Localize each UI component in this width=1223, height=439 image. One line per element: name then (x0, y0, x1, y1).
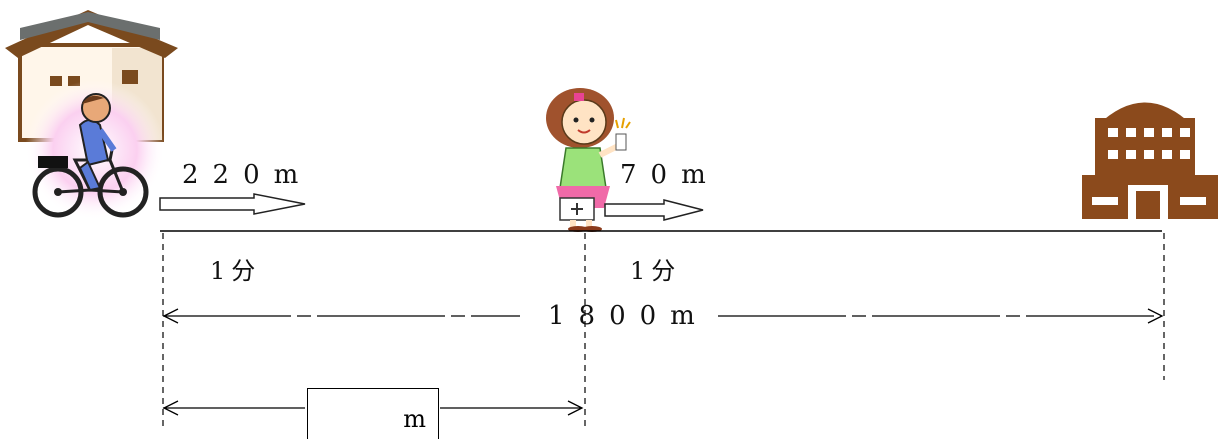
walk-direction-arrow (604, 199, 704, 221)
answer-box[interactable]: m (307, 388, 439, 439)
time-label-left: 1分 (210, 257, 262, 285)
walk-speed-label: 70m (620, 160, 720, 190)
answer-distance-line (162, 400, 584, 416)
total-distance-line (162, 308, 1164, 324)
dashed-guides (162, 233, 1165, 430)
cyclist-icon (25, 80, 165, 220)
total-distance-label: 1800m (548, 301, 709, 331)
answer-unit-label: m (403, 405, 426, 433)
bike-direction-arrow (159, 193, 306, 215)
school-building-icon (1082, 102, 1218, 219)
time-label-right: 1分 (630, 257, 682, 285)
bike-speed-label: 220m (182, 160, 313, 190)
girl-icon (546, 88, 631, 232)
